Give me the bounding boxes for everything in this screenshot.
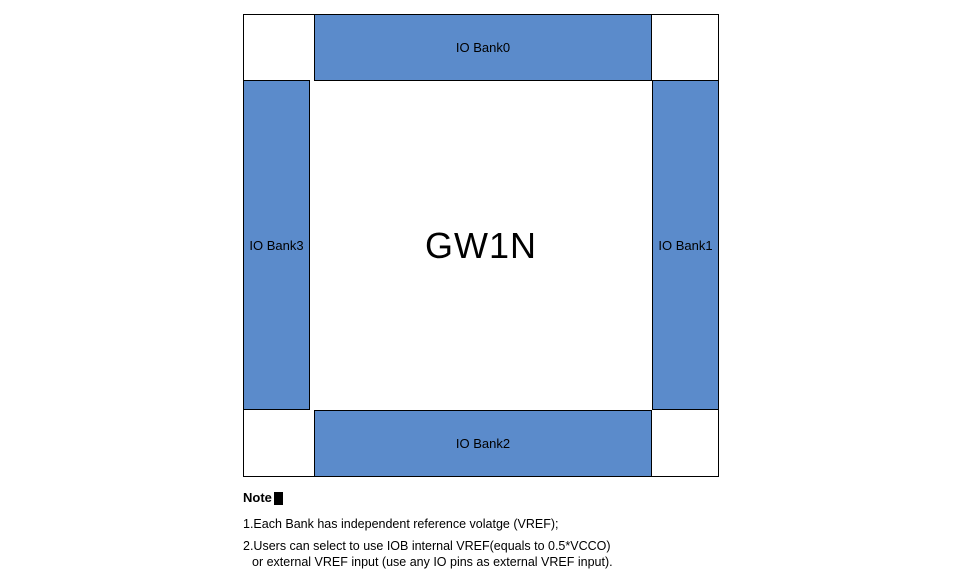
note-line-2-continued: or external VREF input (use any IO pins … (252, 555, 613, 569)
missing-glyph-box-icon (273, 492, 283, 505)
chip-outline (243, 14, 719, 477)
io-bank3-label: IO Bank3 (249, 237, 304, 253)
io-bank1-label: IO Bank1 (658, 237, 713, 253)
io-bank0: IO Bank0 (314, 14, 652, 81)
io-bank1: IO Bank1 (652, 80, 719, 410)
note-line-2: 2.Users can select to use IOB internal V… (243, 539, 611, 553)
io-bank0-label: IO Bank0 (455, 40, 511, 55)
chip-core-area: GW1N (310, 81, 652, 410)
chip-name: GW1N (425, 224, 537, 266)
note-line-1: 1.Each Bank has independent reference vo… (243, 517, 559, 531)
note-title-text: Note (243, 490, 272, 505)
io-bank3: IO Bank3 (243, 80, 310, 410)
note-title: Note (243, 490, 283, 505)
io-bank2: IO Bank2 (314, 410, 652, 477)
io-bank2-label: IO Bank2 (455, 436, 511, 451)
